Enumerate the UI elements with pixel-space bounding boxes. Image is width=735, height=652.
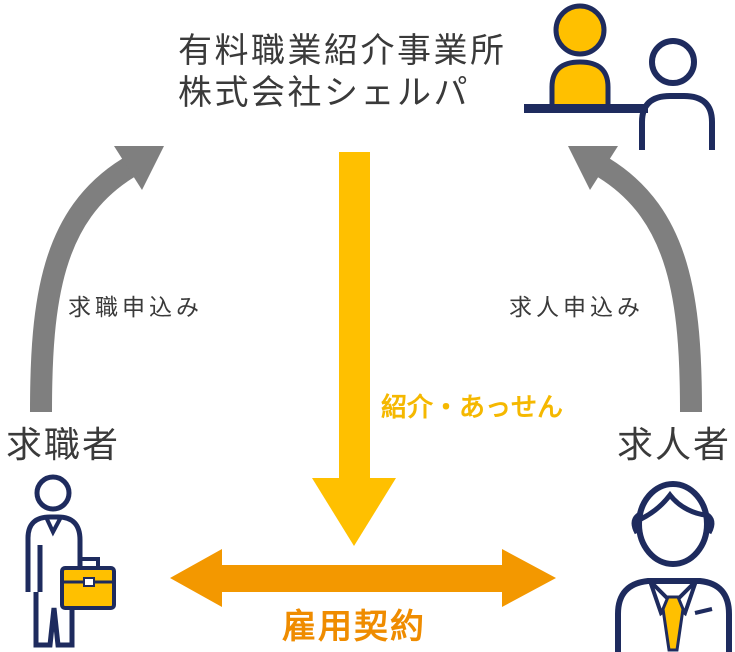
client-body <box>639 93 715 150</box>
businessman-with-tie-icon <box>615 481 732 652</box>
seeker-legs <box>33 592 75 648</box>
job-application-arrow-head <box>114 146 164 190</box>
employer-label: 求人者 <box>616 425 731 466</box>
seeker-torso <box>25 514 83 592</box>
briefcase-handle <box>78 557 100 568</box>
referral-arrow-shaft <box>339 152 370 480</box>
agency-name-line2: 株式会社シェルパ <box>178 73 470 113</box>
referral-arrow <box>312 152 396 546</box>
businessman-head <box>636 481 710 567</box>
referral-label: 紹介・あっせん <box>381 393 564 423</box>
employment-contract-label: 雇用契約 <box>282 607 426 647</box>
job-offer-application-label: 求人申込み <box>509 295 644 321</box>
seeker-head <box>34 474 72 512</box>
briefcase-icon <box>60 566 116 610</box>
desk <box>524 104 648 113</box>
job-seeker-with-briefcase-icon <box>25 474 116 648</box>
job-application-label: 求職申込み <box>68 295 203 321</box>
referral-arrow-head <box>312 478 396 546</box>
job-offer-application-arrow <box>568 146 702 413</box>
businessman-pocket <box>694 607 713 615</box>
businessman-hair <box>639 490 707 522</box>
agency-name-line1: 有料職業紹介事業所 <box>178 31 507 71</box>
job-offer-application-arrow-shaft <box>589 153 702 413</box>
seeker-collar <box>44 516 63 537</box>
employment-contract-arrow <box>170 549 556 607</box>
job-application-arrow <box>30 146 164 413</box>
staff-head <box>553 3 607 57</box>
job-offer-application-arrow-head <box>568 146 618 190</box>
briefcase-clasp <box>83 577 95 587</box>
client-head <box>649 38 697 86</box>
staff-body <box>549 59 611 111</box>
job-seeker-label: 求職者 <box>6 425 121 466</box>
tie-icon <box>661 595 685 652</box>
consultants-at-desk-icon <box>524 3 715 150</box>
businessman-body <box>615 578 732 652</box>
job-application-arrow-shaft <box>30 153 143 413</box>
